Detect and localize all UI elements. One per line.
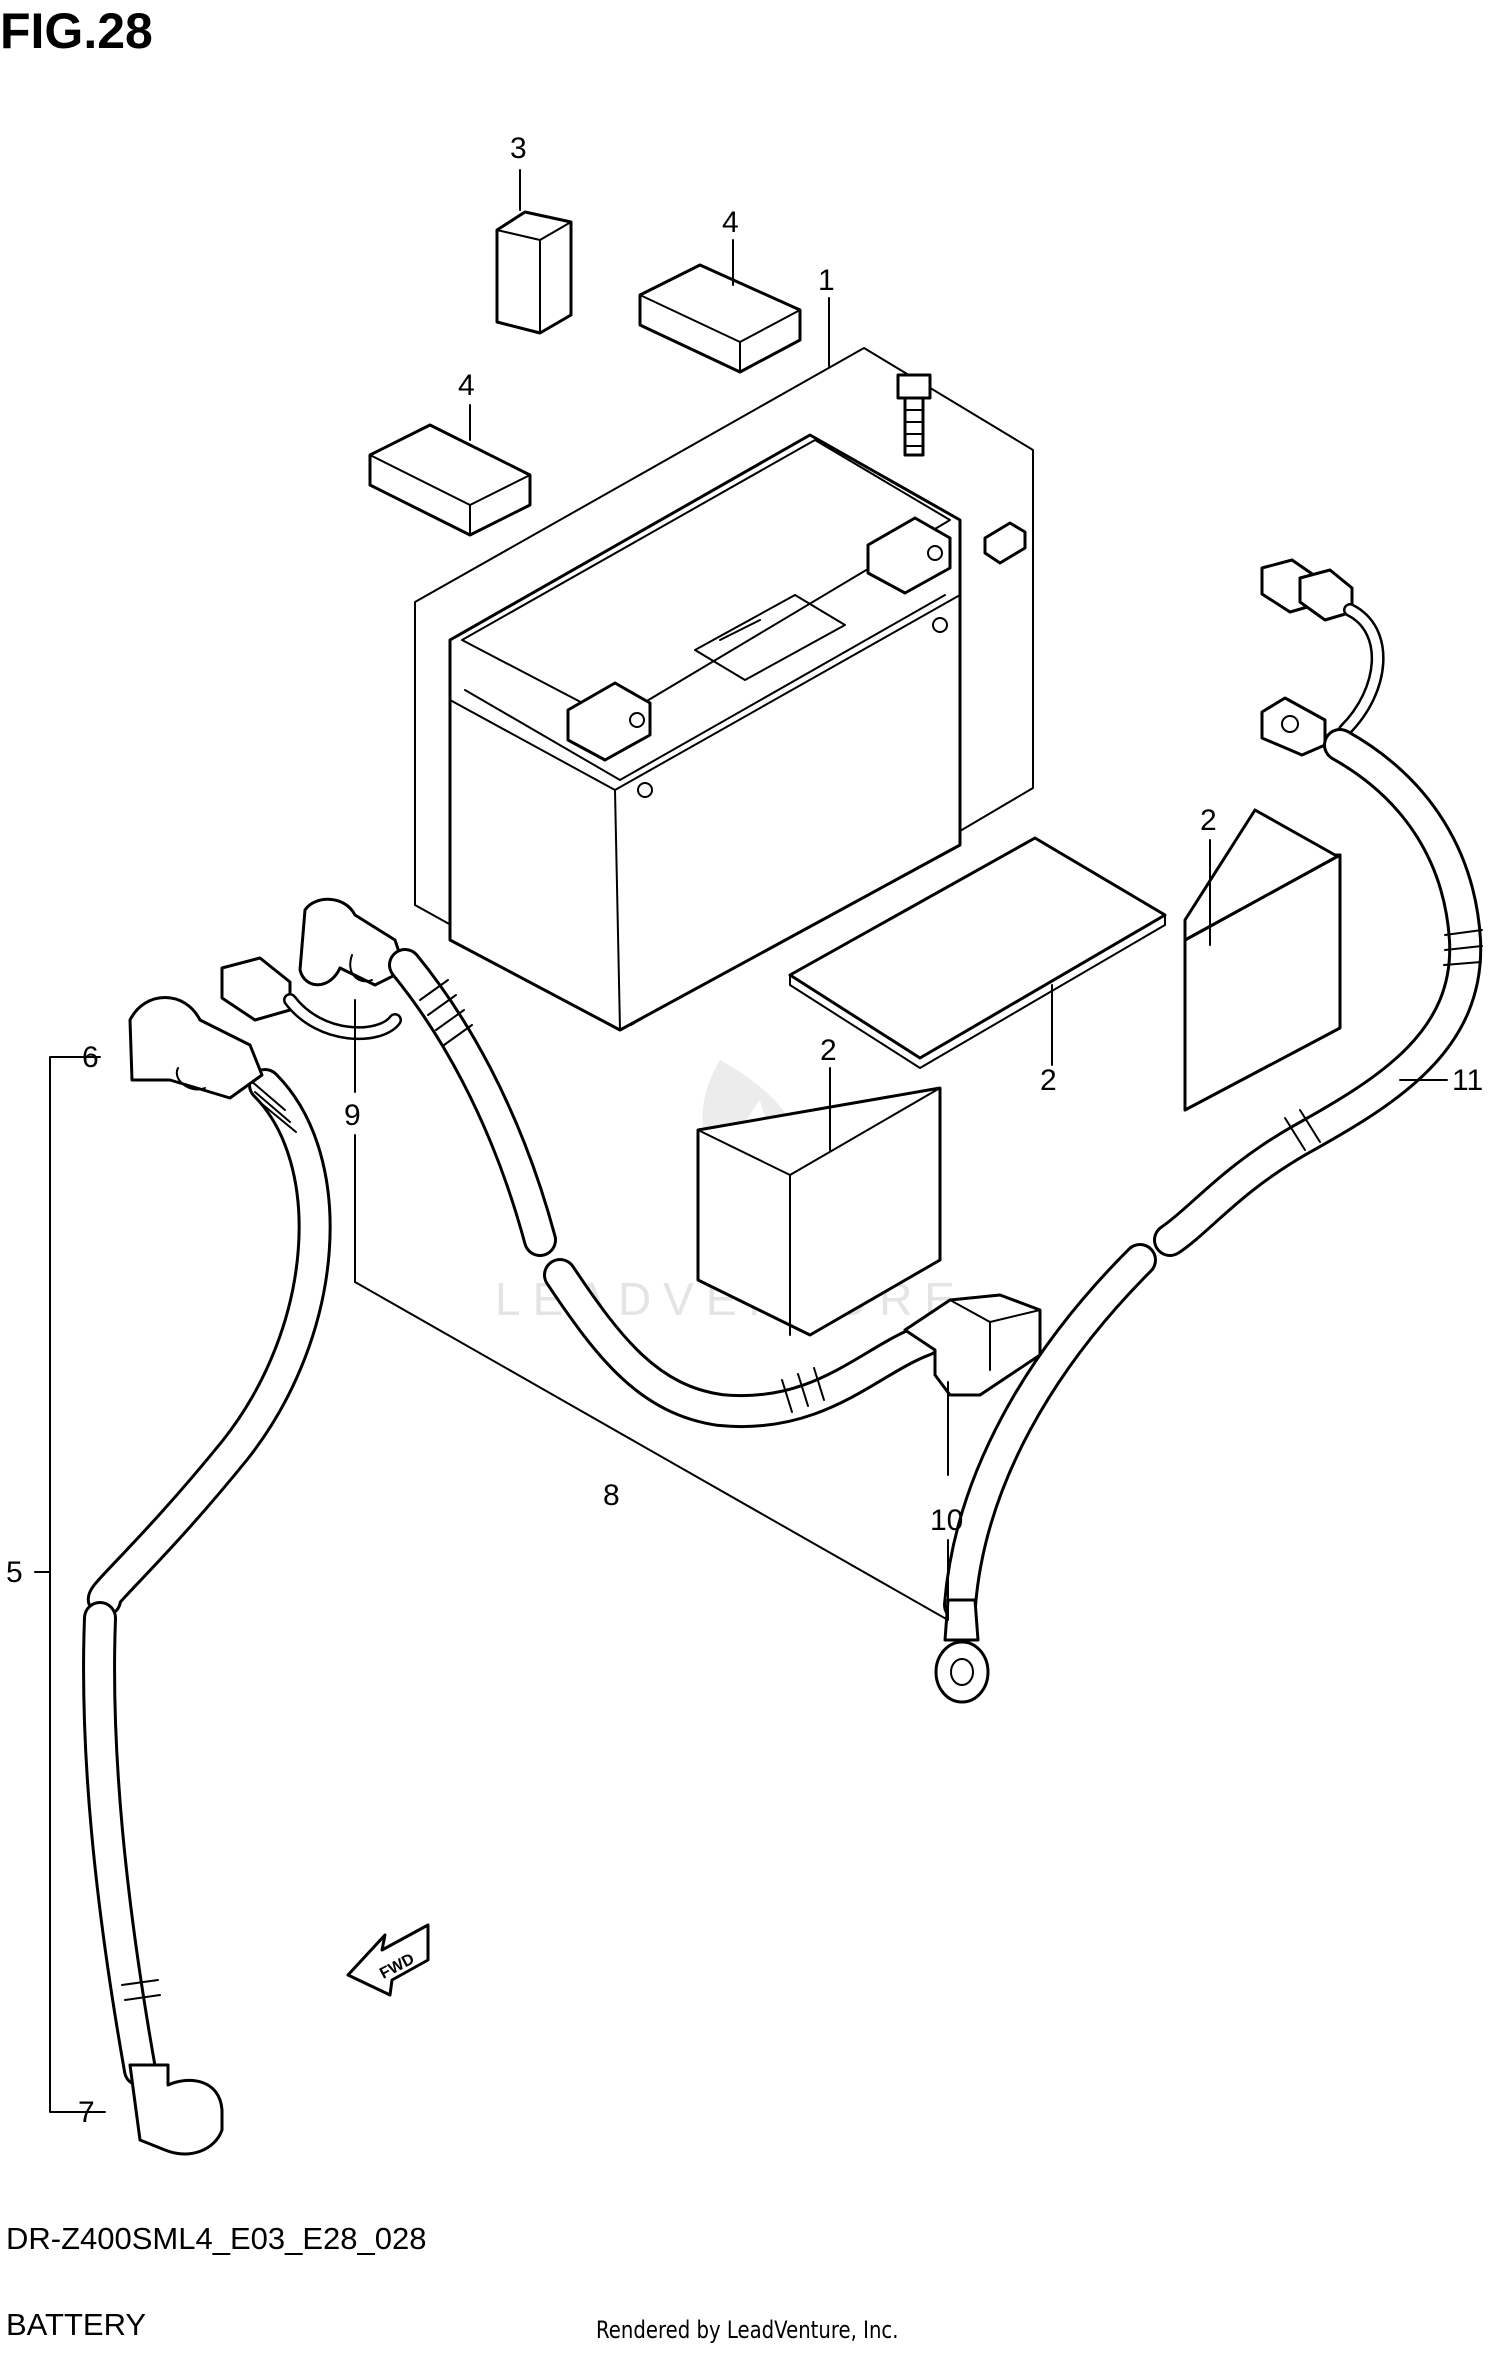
terminal-nut [983, 521, 1027, 565]
leader-lines [34, 169, 1448, 2113]
callout-2-right: 2 [1200, 804, 1217, 837]
callout-2-center: 2 [820, 1034, 837, 1067]
model-code: DR-Z400SML4_E03_E28_028 [6, 2221, 427, 2256]
figure-title: FIG.28 [0, 3, 153, 59]
battery-outline-box [414, 347, 1034, 1026]
part-3-box [495, 210, 573, 335]
callout-6: 6 [82, 1041, 99, 1074]
part-11-cable [934, 558, 1483, 1704]
callout-2-bottom: 2 [1040, 1064, 1057, 1097]
part-7-terminal-cover [128, 2063, 224, 2156]
callout-9: 9 [344, 1099, 361, 1132]
callout-11: 11 [1452, 1064, 1483, 1097]
part-4-pad-upper [638, 263, 802, 374]
callout-7: 7 [78, 2096, 95, 2129]
callout-10: 10 [930, 1504, 963, 1537]
part-2-right-pad [1183, 808, 1342, 1112]
part-10-terminal-cover [903, 1293, 1042, 1397]
callout-3: 3 [510, 132, 527, 165]
fwd-arrow-icon: FWD [346, 1923, 430, 1997]
part-9-connector [220, 897, 407, 1041]
terminal-bolt [896, 373, 932, 457]
part-4-pad-lower [368, 423, 532, 537]
callout-1: 1 [818, 264, 835, 297]
negative-terminal [566, 681, 652, 762]
battery-assembly [414, 347, 1034, 1032]
callout-4-upper: 4 [722, 206, 739, 239]
part-5-cable [82, 1068, 332, 2087]
figure-subtitle: BATTERY [6, 2307, 147, 2342]
positive-terminal [866, 516, 952, 595]
part-8-cable [388, 948, 942, 1429]
render-credit: Rendered by LeadVenture, Inc. [596, 2316, 899, 2344]
callout-5: 5 [6, 1556, 23, 1589]
callout-8: 8 [603, 1479, 620, 1512]
part-6-terminal-cover [128, 996, 264, 1100]
part-2-center-pad [696, 1086, 942, 1337]
callout-4-lower: 4 [458, 369, 475, 402]
